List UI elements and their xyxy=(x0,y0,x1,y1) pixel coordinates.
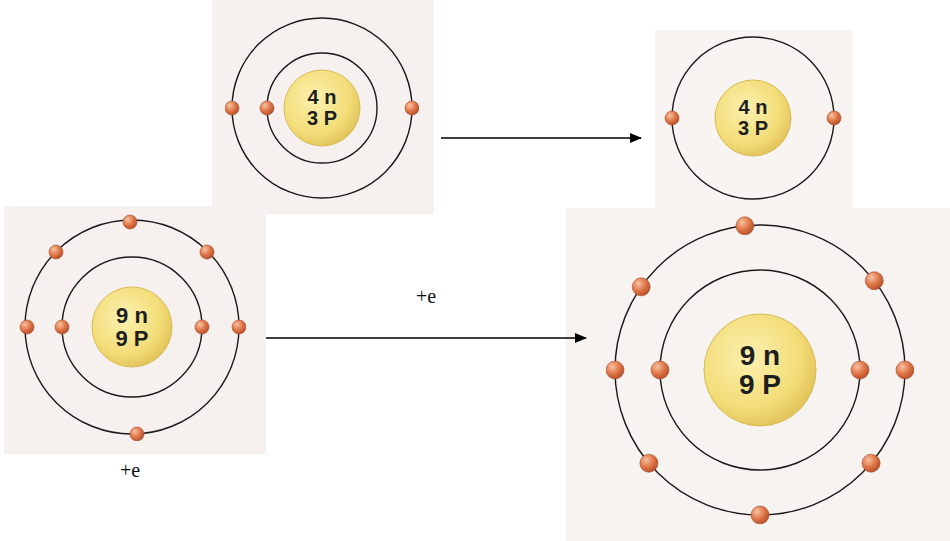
reaction-arrow xyxy=(266,337,586,339)
nucleus xyxy=(92,287,172,367)
electron xyxy=(232,320,246,334)
electron xyxy=(640,454,658,472)
photo-panel xyxy=(566,208,950,541)
electron xyxy=(260,101,274,115)
electron-shell xyxy=(615,225,905,515)
photo-panel xyxy=(4,206,266,454)
electron-gain-label: +e xyxy=(120,459,140,482)
electron xyxy=(896,361,914,379)
electron xyxy=(865,272,883,290)
atom-diagram: 9 n 9 P xyxy=(18,213,246,441)
electron xyxy=(405,101,419,115)
nucleus xyxy=(284,70,360,146)
electron xyxy=(632,278,650,296)
electron-shell xyxy=(660,270,860,470)
nucleus-label: 4 n 3 P xyxy=(732,97,774,139)
electron xyxy=(49,245,63,259)
electron xyxy=(55,320,69,334)
electron-shell xyxy=(672,37,834,199)
electron-shell xyxy=(232,18,412,198)
electron xyxy=(665,111,679,125)
electron xyxy=(130,427,144,441)
electron-gain-label: +e xyxy=(416,285,436,308)
electron xyxy=(606,361,624,379)
nucleus-label: 4 n 3 P xyxy=(301,87,343,129)
electron xyxy=(851,361,869,379)
electron xyxy=(225,101,239,115)
nucleus xyxy=(704,314,816,426)
electron xyxy=(751,506,769,524)
electron xyxy=(20,320,34,334)
nucleus-label: 9 n 9 P xyxy=(731,341,790,400)
nucleus-label: 9 n 9 P xyxy=(109,304,155,350)
photo-panel xyxy=(212,0,434,214)
electron xyxy=(195,320,209,334)
electron xyxy=(123,215,137,229)
atom-diagram: 9 n 9 P xyxy=(606,216,914,524)
electron xyxy=(200,245,214,259)
electron-shell xyxy=(267,53,377,163)
photo-panel xyxy=(655,30,853,216)
electron xyxy=(736,217,754,235)
electron-shell xyxy=(25,220,239,434)
nucleus xyxy=(715,80,791,156)
electron xyxy=(862,454,880,472)
atom-diagram: 4 n 3 P xyxy=(225,11,419,205)
electron-shell xyxy=(62,257,202,397)
electron xyxy=(827,111,841,125)
atom-diagram: 4 n 3 P xyxy=(663,28,843,208)
electron xyxy=(651,361,669,379)
reaction-arrow xyxy=(441,137,641,139)
